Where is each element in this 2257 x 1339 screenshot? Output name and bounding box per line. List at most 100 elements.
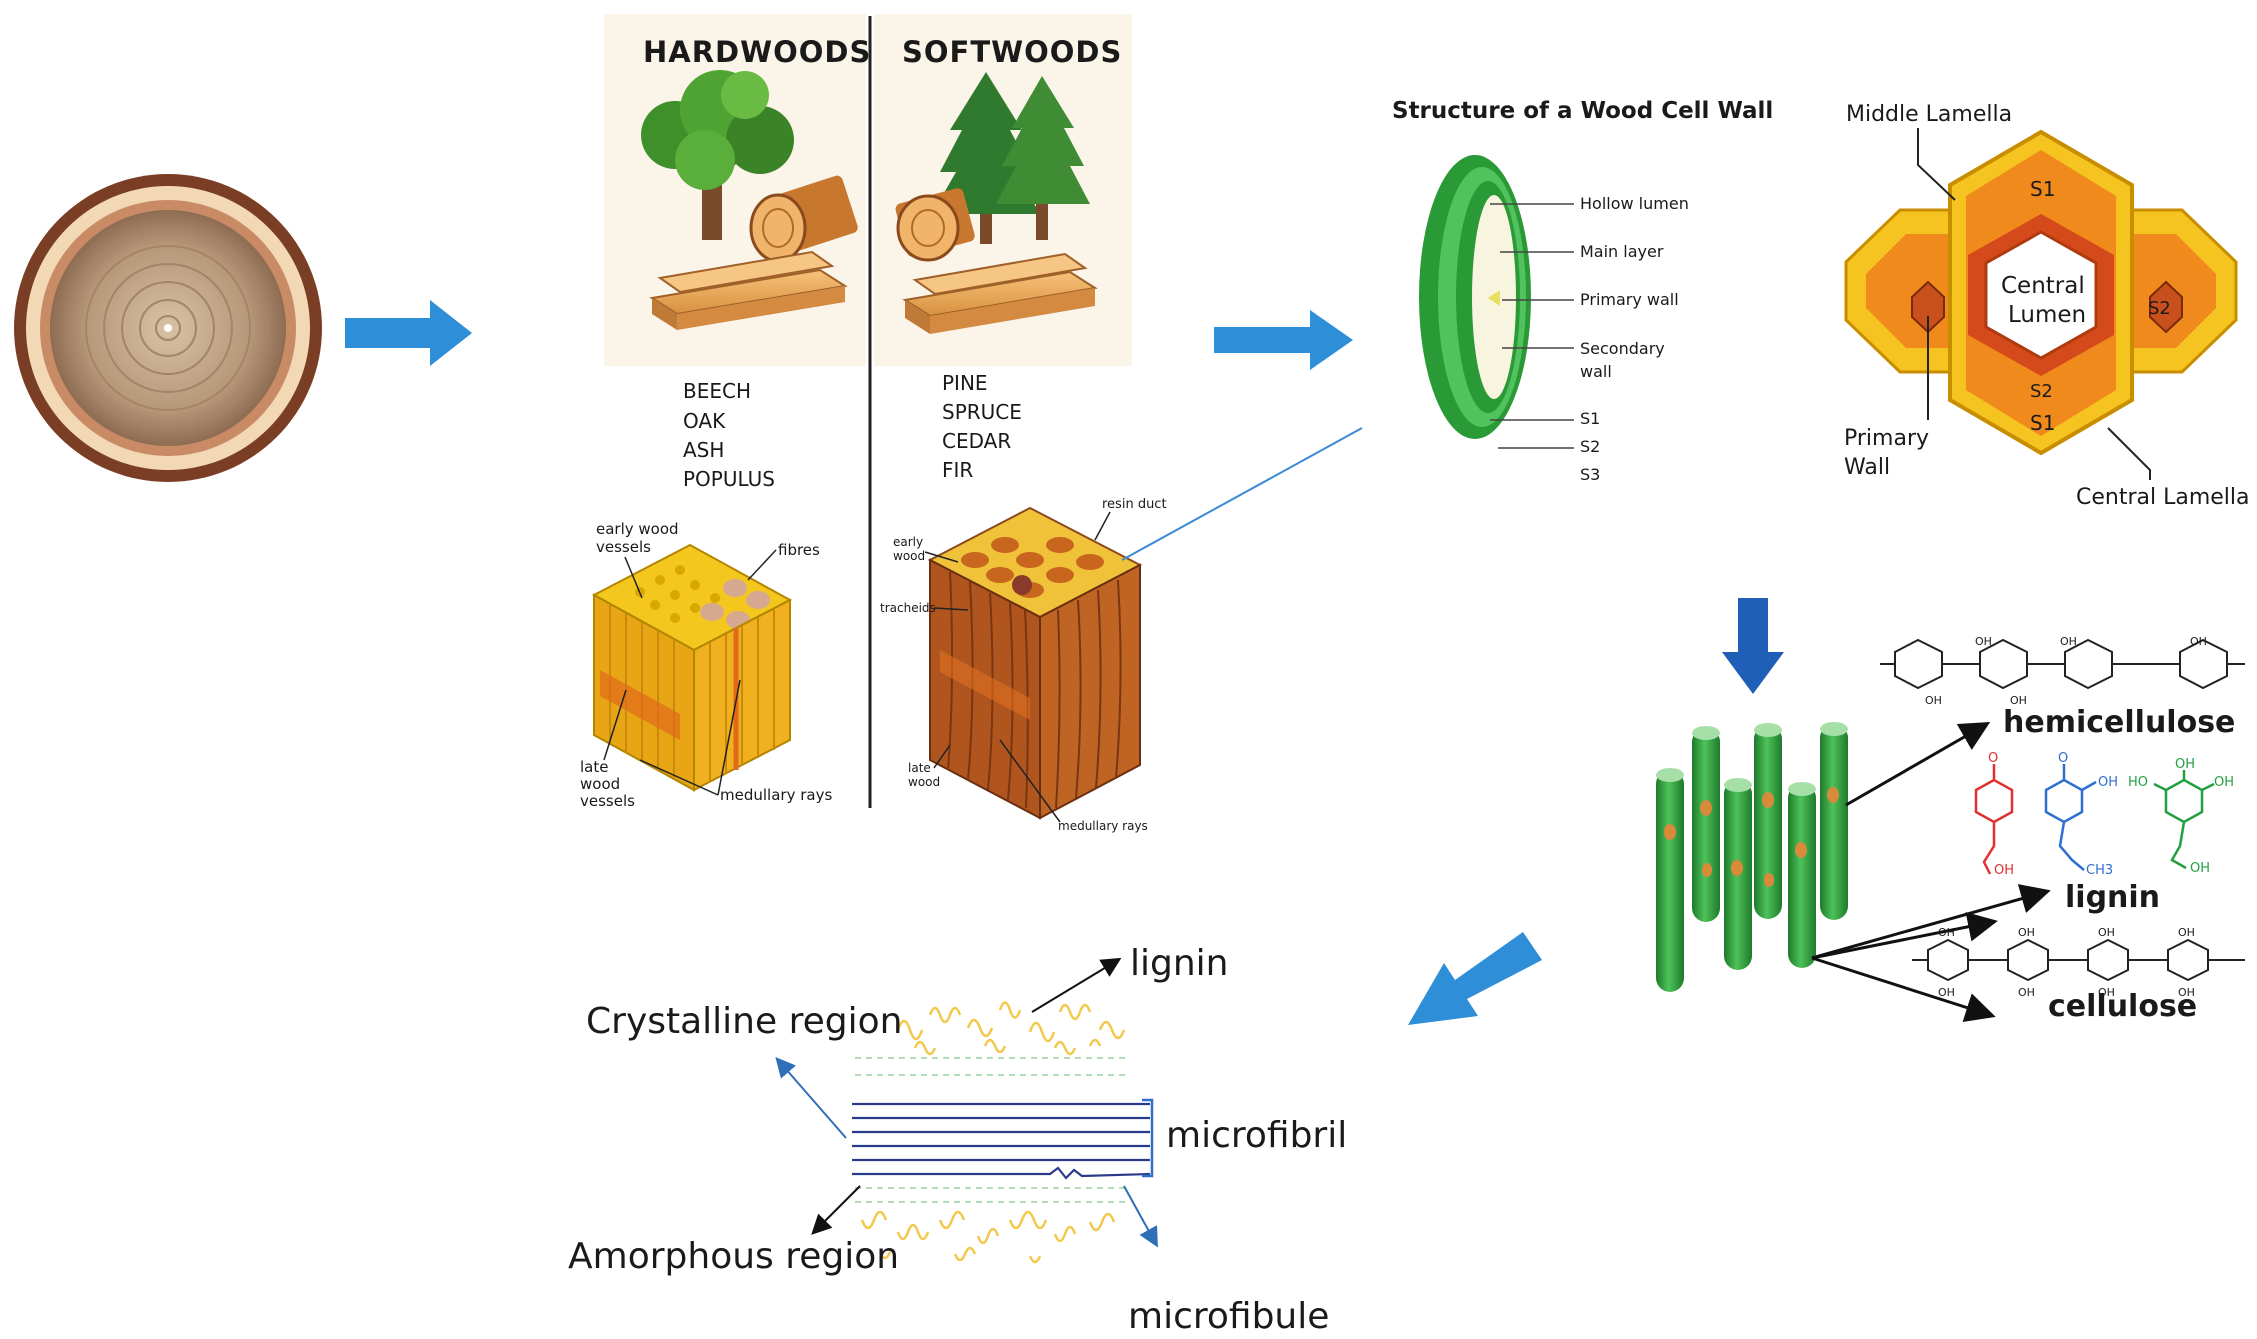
lignin-monomer-green xyxy=(2153,770,2215,870)
cell-oh-3: OH xyxy=(2098,926,2115,939)
softwood-species-1: PINE xyxy=(942,371,988,395)
cw-label-wall: wall xyxy=(1580,362,1612,381)
cellulose-label: cellulose xyxy=(2048,989,2197,1024)
hw-label-late-1: late xyxy=(580,758,608,776)
green-ho: HO xyxy=(2128,775,2148,790)
mf-label-lignin: lignin xyxy=(1130,943,1229,984)
hw-label-early-wood-2: vessels xyxy=(596,538,651,556)
softwood-species-2: SPRUCE xyxy=(942,400,1022,424)
conifer-trees-icon xyxy=(932,72,1090,244)
arrow-woodtypes-to-cellwall xyxy=(1214,310,1353,370)
hardwood-species-3: ASH xyxy=(683,438,724,462)
log-icon-softwood xyxy=(895,188,975,262)
hemi-oh-1: OH xyxy=(1975,635,1992,648)
cell-oh-1: OH xyxy=(1938,926,1955,939)
hex-label-middle-lamella: Middle Lamella xyxy=(1846,102,2012,127)
hemi-oh-5: OH xyxy=(2010,694,2027,707)
hardwood-top-pores xyxy=(635,565,720,623)
tree-cross-section xyxy=(14,174,322,482)
microfibril-diagram: lignin Crystalline region microfibril Am… xyxy=(568,943,1347,1337)
arrow-down-to-fibers xyxy=(1722,598,1784,694)
cw-label-secondary: Secondary xyxy=(1580,339,1665,358)
cell-oh-8: OH xyxy=(2178,986,2195,999)
deciduous-tree-icon xyxy=(641,70,794,240)
lignin-squiggles-top xyxy=(896,1001,1126,1056)
cell-oh-2: OH xyxy=(2018,926,2035,939)
hw-label-early-wood-1: early wood xyxy=(596,520,679,538)
green-oh-right: OH xyxy=(2214,775,2234,790)
hex-label-s1-bottom: S1 xyxy=(2030,411,2055,435)
hw-label-late-2: wood xyxy=(580,775,620,793)
green-oh-top: OH xyxy=(2175,757,2195,772)
hex-label-wall: Wall xyxy=(1844,455,1890,480)
sw-label-medullary: medullary rays xyxy=(1058,819,1148,833)
cell-oh-6: OH xyxy=(2018,986,2035,999)
cellulose-structure xyxy=(1912,938,2245,982)
hemicellulose-structure xyxy=(1880,638,2245,690)
hardwoods-panel: HARDWOODS BEECH OAK ASH POPULUS xyxy=(604,14,871,491)
arrow-fibers-to-microfibril xyxy=(1408,932,1542,1025)
hardwoods-title: HARDWOODS xyxy=(643,35,871,69)
cw-label-primary-wall: Primary wall xyxy=(1580,290,1679,309)
connector-line xyxy=(1121,427,1363,561)
hw-label-late-3: vessels xyxy=(580,792,635,810)
softwoods-panel: SOFTWOODS PINE SPRUCE CEDAR FIR xyxy=(874,14,1132,482)
hardwood-species-2: OAK xyxy=(683,409,726,433)
lignin-monomer-red xyxy=(1974,764,2014,875)
cell-wall-title: Structure of a Wood Cell Wall xyxy=(1392,98,1773,124)
cw-label-hollow-lumen: Hollow lumen xyxy=(1580,194,1689,213)
mf-label-microfibule: microfibule xyxy=(1128,1296,1329,1337)
hardwood-species-1: BEECH xyxy=(683,379,751,403)
green-oh-bottom: OH xyxy=(2190,861,2210,876)
blue-o: O xyxy=(2058,751,2068,766)
cell-oh-4: OH xyxy=(2178,926,2195,939)
sw-label-late-1: late xyxy=(908,761,931,775)
hex-label-central-lamella: Central Lamella xyxy=(2076,485,2250,510)
hemi-oh-3: OH xyxy=(2190,635,2207,648)
hw-label-medullary: medullary rays xyxy=(720,786,832,804)
cell-wall-structure: Structure of a Wood Cell Wall Hollow lum… xyxy=(1392,98,1773,484)
red-oh: OH xyxy=(1994,863,2014,878)
hardwood-species-4: POPULUS xyxy=(683,467,775,491)
hex-label-s1-top: S1 xyxy=(2030,177,2055,201)
cw-label-s3: S3 xyxy=(1580,465,1600,484)
cell-oh-5: OH xyxy=(1938,986,1955,999)
hw-label-fibres: fibres xyxy=(778,541,820,559)
sw-label-early-1: early xyxy=(893,535,923,549)
hex-label-s2-right: S2 xyxy=(2148,298,2171,319)
lignin-label: lignin xyxy=(2065,880,2160,915)
hex-label-central: Central xyxy=(2001,273,2085,299)
sw-label-early-2: wood xyxy=(893,549,925,563)
hex-label-s2-bottom: S2 xyxy=(2030,381,2053,402)
blue-oh: OH xyxy=(2098,775,2118,790)
hemi-oh-2: OH xyxy=(2060,635,2077,648)
sw-label-tracheids: tracheids xyxy=(880,601,936,615)
red-o: O xyxy=(1988,751,1998,766)
lignin-squiggles-bottom xyxy=(860,1210,1116,1264)
cw-label-main-layer: Main layer xyxy=(1580,242,1664,261)
planks-icon xyxy=(649,250,848,330)
sw-label-late-2: wood xyxy=(908,775,940,789)
hemi-oh-4: OH xyxy=(1925,694,1942,707)
softwood-block: resin duct early wood tracheids late woo… xyxy=(880,497,1167,833)
arrow-log-to-woodtypes xyxy=(345,300,472,366)
mf-label-crystalline: Crystalline region xyxy=(586,1001,902,1042)
hemicellulose-label: hemicellulose xyxy=(2003,705,2235,740)
cell-oh-7: OH xyxy=(2098,986,2115,999)
lignin-monomer-blue xyxy=(2044,764,2097,871)
mf-label-microfibril: microfibril xyxy=(1166,1115,1347,1156)
cw-label-s1: S1 xyxy=(1580,409,1600,428)
hex-label-lumen: Lumen xyxy=(2008,302,2086,328)
hexagon-cell-diagram: Middle Lamella S1 Central Lumen S2 S2 S1… xyxy=(1844,102,2250,510)
mf-label-amorphous: Amorphous region xyxy=(568,1236,899,1277)
sw-label-resin-duct: resin duct xyxy=(1102,497,1167,512)
microfibril-lines xyxy=(852,1102,1151,1180)
softwoods-title: SOFTWOODS xyxy=(902,35,1122,69)
hex-label-primary: Primary xyxy=(1844,426,1929,451)
softwood-species-4: FIR xyxy=(942,458,973,482)
blue-ch3: CH3 xyxy=(2086,863,2113,878)
softwood-species-3: CEDAR xyxy=(942,429,1011,453)
fiber-bundle xyxy=(1656,722,2051,1022)
log-icon xyxy=(749,175,858,263)
